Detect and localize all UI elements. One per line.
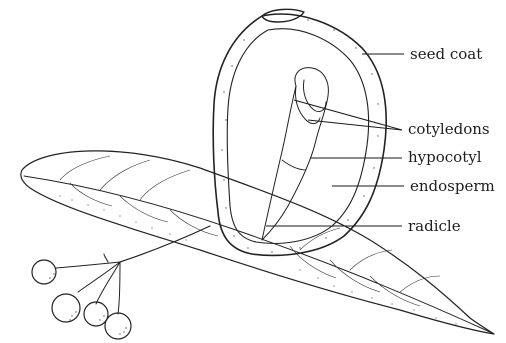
label-cotyledons: cotyledons xyxy=(408,120,490,138)
label-radicle: radicle xyxy=(408,217,461,235)
label-seed-coat: seed coat xyxy=(410,45,482,63)
berry-cluster-illustration xyxy=(32,226,210,339)
label-endosperm: endosperm xyxy=(410,177,495,195)
seed-section-illustration xyxy=(213,9,386,255)
label-hypocotyl: hypocotyl xyxy=(408,148,482,166)
